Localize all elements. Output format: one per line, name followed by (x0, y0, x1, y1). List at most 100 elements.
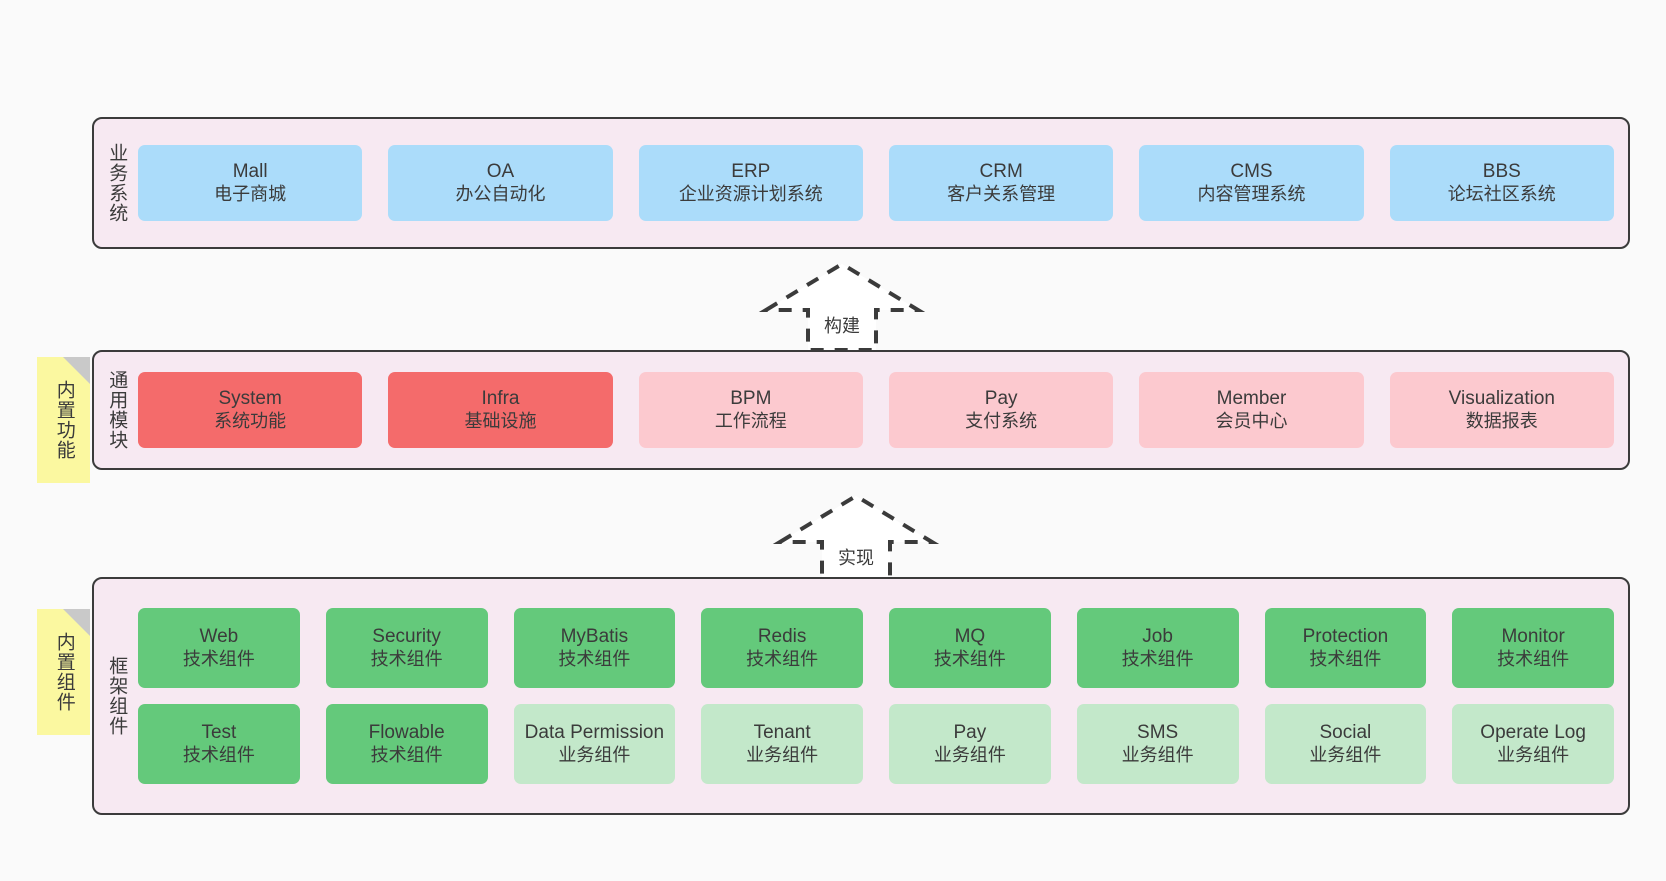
node-title-cn: 系统功能 (214, 410, 287, 431)
sticky-note-builtin-component-label: 内置组件 (53, 632, 75, 712)
node-title-cn: 业务组件 (1309, 744, 1382, 765)
node-title-cn: 内容管理系统 (1197, 183, 1306, 204)
node-title-en: Redis (757, 626, 807, 648)
note-fold-corner-icon (63, 609, 90, 636)
node-title-cn: 技术组件 (558, 648, 631, 669)
node-title-cn: 会员中心 (1215, 410, 1288, 431)
node-title-en: Web (199, 626, 239, 648)
node-title-cn: 技术组件 (746, 648, 819, 669)
node-title-en: CRM (979, 161, 1023, 183)
node-title-cn: 技术组件 (1121, 648, 1194, 669)
node-title-en: Operate Log (1480, 722, 1586, 744)
node-title-en: Member (1216, 388, 1287, 410)
layer-business-systems-title: 业务系统 (106, 143, 128, 223)
node-title-cn: 技术组件 (370, 744, 443, 765)
build-arrow-shape (758, 261, 926, 352)
node-title-en: Data Permission (524, 722, 665, 744)
node-title-cn: 客户关系管理 (947, 183, 1056, 204)
node-title-en: Tenant (753, 722, 811, 744)
connector-build-label: 构建 (824, 316, 860, 336)
node-title-cn: 业务组件 (558, 744, 631, 765)
node-title-en: Social (1319, 722, 1372, 744)
node-title-en: Mall (232, 161, 268, 183)
layer-common-modules-title: 通用模块 (106, 370, 128, 450)
node-title-cn: 电子商城 (214, 183, 287, 204)
node-title-en: BPM (730, 388, 772, 410)
node-title-en: Flowable (368, 722, 445, 744)
node-title-cn: 企业资源计划系统 (678, 183, 823, 204)
node-title-cn: 业务组件 (933, 744, 1006, 765)
note-fold-corner-icon (63, 357, 90, 384)
node-title-en: System (218, 388, 282, 410)
node-title-en: ERP (731, 161, 771, 183)
node-title-en: Pay (953, 722, 987, 744)
node-title-cn: 办公自动化 (455, 183, 546, 204)
node-title-en: OA (486, 161, 515, 183)
node-title-cn: 技术组件 (182, 648, 255, 669)
node-title-en: CMS (1230, 161, 1273, 183)
node-title-cn: 业务组件 (746, 744, 819, 765)
node-title-en: Security (372, 626, 441, 648)
node-title-en: MyBatis (560, 626, 629, 648)
node-title-en: Test (201, 722, 237, 744)
implement-arrow-shape (772, 493, 940, 584)
node-title-cn: 技术组件 (1497, 648, 1570, 669)
node-title-en: SMS (1137, 722, 1179, 744)
node-title-cn: 业务组件 (1121, 744, 1194, 765)
node-title-en: Infra (481, 388, 520, 410)
node-title-cn: 业务组件 (1497, 744, 1570, 765)
layer-framework-components-title: 框架组件 (106, 656, 128, 736)
node-title-cn: 技术组件 (182, 744, 255, 765)
node-title-cn: 支付系统 (965, 410, 1038, 431)
sticky-note-builtin-function: 内置功能 (37, 357, 90, 483)
node-title-en: BBS (1482, 161, 1521, 183)
node-title-en: MQ (954, 626, 986, 648)
node-title-cn: 技术组件 (1309, 648, 1382, 669)
node-title-cn: 工作流程 (714, 410, 787, 431)
connector-build: 构建 (758, 258, 926, 354)
connector-implement: 实现 (772, 490, 940, 586)
node-title-en: Monitor (1501, 626, 1565, 648)
sticky-note-builtin-function-label: 内置功能 (53, 380, 75, 460)
node-title-cn: 论坛社区系统 (1447, 183, 1556, 204)
